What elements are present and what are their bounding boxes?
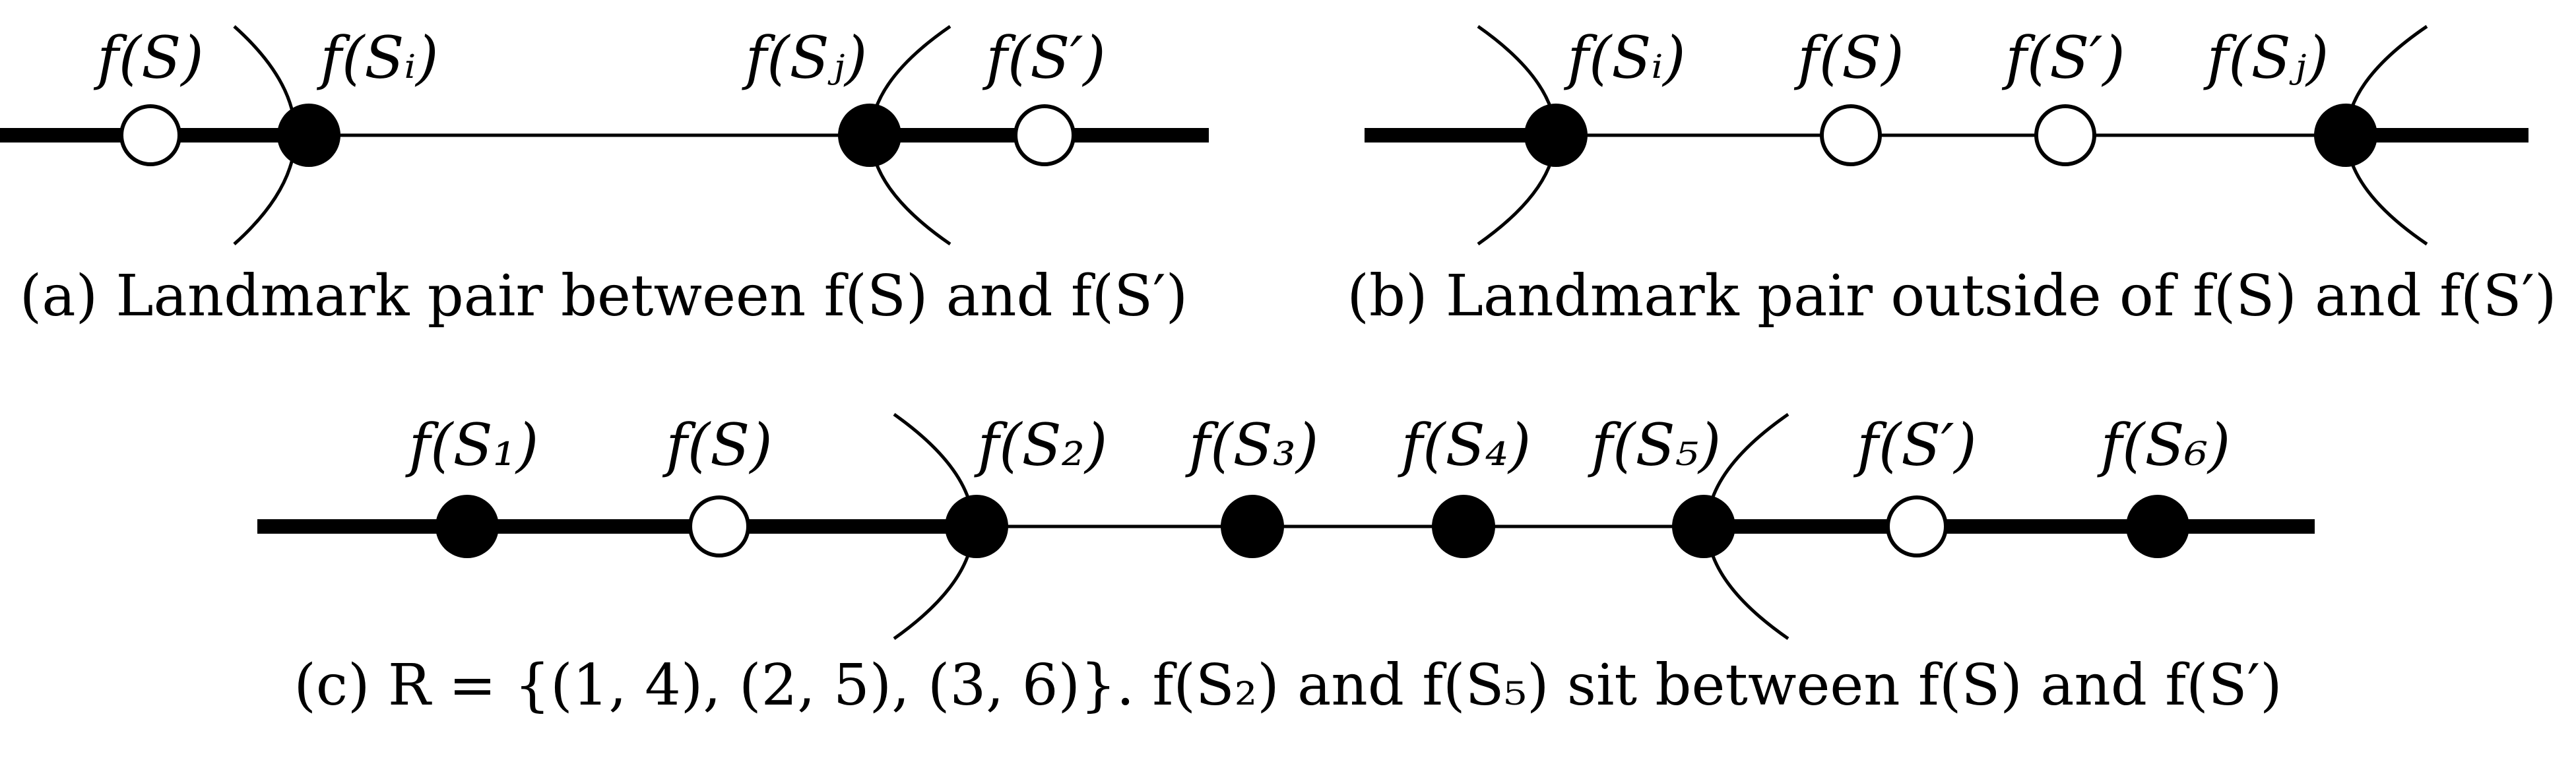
point-f-s-prime xyxy=(1014,104,1076,166)
landmark-point-2 xyxy=(945,495,1008,558)
label-f-s-prime: f(S′) xyxy=(982,24,1106,92)
point-f-s-prime xyxy=(1886,495,1948,557)
label-f-sj: f(Sⱼ) xyxy=(2203,24,2329,92)
caption-a: (a) Landmark pair between f(S) and f(S′) xyxy=(20,263,1188,329)
landmark-point-i xyxy=(1524,104,1588,167)
label-f-si: f(Sᵢ) xyxy=(1563,24,1685,92)
label-f-si: f(Sᵢ) xyxy=(316,24,438,92)
label-f-s4: f(S₄) xyxy=(1398,411,1531,479)
label-f-s1: f(S₁) xyxy=(405,411,539,479)
label-f-s: f(S) xyxy=(1793,24,1904,92)
label-f-sj: f(Sⱼ) xyxy=(742,24,868,92)
label-f-s: f(S) xyxy=(662,411,773,479)
label-f-s-prime: f(S′) xyxy=(2001,24,2125,92)
landmark-point-j xyxy=(838,104,901,167)
point-f-s-prime xyxy=(2034,104,2096,166)
landmark-point-j xyxy=(2314,104,2377,167)
panel-c: f(S₁) f(S) f(S₂) f(S₃) f(S₄) f(S₅) f(S′)… xyxy=(257,411,2315,718)
point-f-s xyxy=(688,495,750,557)
landmark-point-6 xyxy=(2126,495,2189,558)
landmark-point-1 xyxy=(435,495,499,558)
label-f-s-prime: f(S′) xyxy=(1853,411,1977,479)
landmark-point-4 xyxy=(1432,495,1495,558)
landmark-point-i xyxy=(277,104,340,167)
label-f-s2: f(S₂) xyxy=(974,411,1108,479)
panel-a: f(S) f(Sᵢ) f(Sⱼ) f(S′) (a) Landmark pair… xyxy=(0,24,1209,329)
panel-b: f(Sᵢ) f(S) f(S′) f(Sⱼ) (b) Landmark pair… xyxy=(1347,24,2556,329)
point-f-s xyxy=(1820,104,1882,166)
landmark-point-3 xyxy=(1221,495,1284,558)
label-f-s6: f(S₆) xyxy=(2097,411,2231,479)
label-f-s3: f(S₃) xyxy=(1185,411,1319,479)
point-f-s xyxy=(119,104,181,166)
landmark-point-5 xyxy=(1672,495,1735,558)
caption-b: (b) Landmark pair outside of f(S) and f(… xyxy=(1347,263,2556,329)
caption-c: (c) R = {(1, 4), (2, 5), (3, 6)}. f(S₂) … xyxy=(294,652,2282,718)
label-f-s: f(S) xyxy=(93,24,204,92)
label-f-s5: f(S₅) xyxy=(1588,411,1722,479)
